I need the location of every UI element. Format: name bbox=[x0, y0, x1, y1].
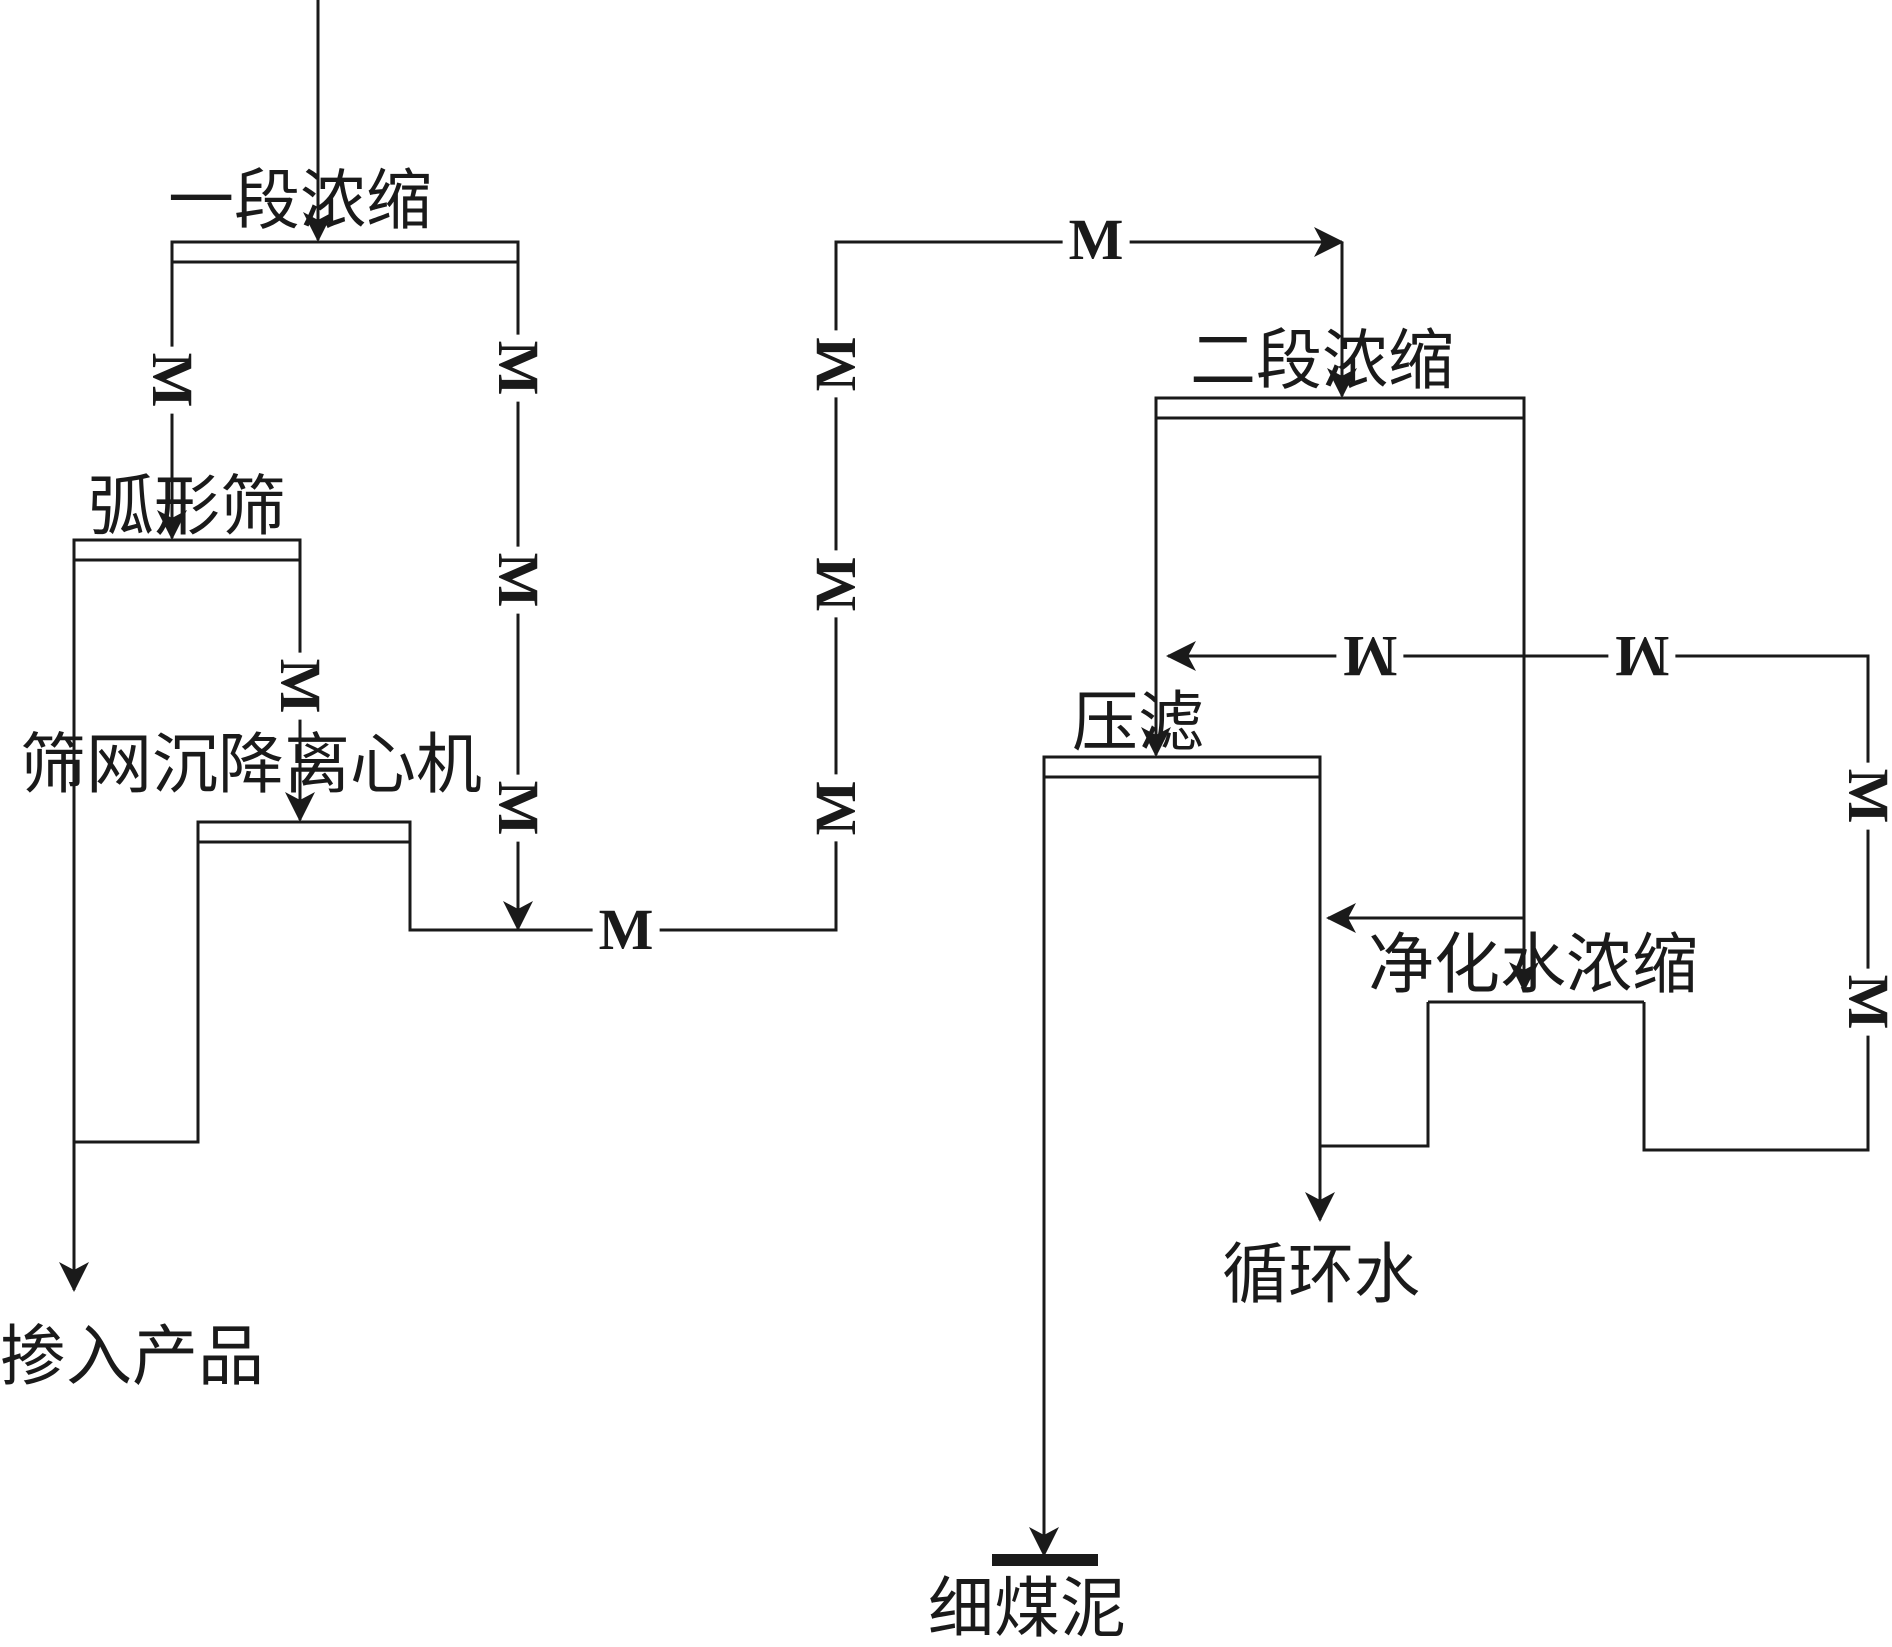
fine-slime-label: 细煤泥 bbox=[928, 1570, 1126, 1647]
clarifier-left bbox=[1320, 1002, 1430, 1148]
screen-bowl-centrifuge-label: 筛网沉降离心机 bbox=[20, 726, 482, 803]
stream-marker: M bbox=[1836, 968, 1892, 1036]
stream-marker: M bbox=[1062, 211, 1130, 269]
stage1-thickener-bar bbox=[170, 240, 520, 264]
stream-marker: M bbox=[1336, 624, 1404, 689]
stream-marker: M bbox=[486, 334, 551, 402]
stream-marker: M bbox=[803, 774, 868, 842]
clarified-water-thickening-label: 净化水浓缩 bbox=[1368, 926, 1698, 1003]
stream-marker: M bbox=[592, 901, 660, 959]
stream-marker: M bbox=[1836, 762, 1892, 830]
sieve-bend-label: 弧形筛 bbox=[88, 468, 286, 545]
sieve-bend-bar bbox=[72, 538, 302, 562]
filter-press-bar bbox=[1042, 755, 1322, 779]
centrifuge-effluent bbox=[408, 240, 1342, 932]
clarifier-underflow-loop bbox=[1240, 654, 1870, 1152]
filter-press-label: 压滤 bbox=[1072, 684, 1204, 761]
stream-marker: M bbox=[803, 550, 868, 618]
stage1-thickening-label: 一段浓缩 bbox=[168, 162, 432, 239]
stage2-thickener-bar bbox=[1154, 396, 1526, 420]
fine-slime-ground bbox=[992, 1554, 1098, 1566]
centrifuge-product bbox=[74, 842, 200, 1144]
blended-product-label: 掺入产品 bbox=[0, 1318, 264, 1395]
circulating-water-label: 循环水 bbox=[1222, 1236, 1420, 1313]
stream-marker: M bbox=[268, 652, 333, 720]
centrifuge-bar bbox=[196, 820, 412, 844]
stream-marker: M bbox=[140, 346, 205, 414]
stage2-thickening-label: 二段浓缩 bbox=[1190, 322, 1454, 399]
stream-marker: M bbox=[486, 546, 551, 614]
stream-marker: M bbox=[1608, 624, 1676, 689]
stream-marker: M bbox=[803, 330, 868, 398]
stream-marker: M bbox=[486, 774, 551, 842]
